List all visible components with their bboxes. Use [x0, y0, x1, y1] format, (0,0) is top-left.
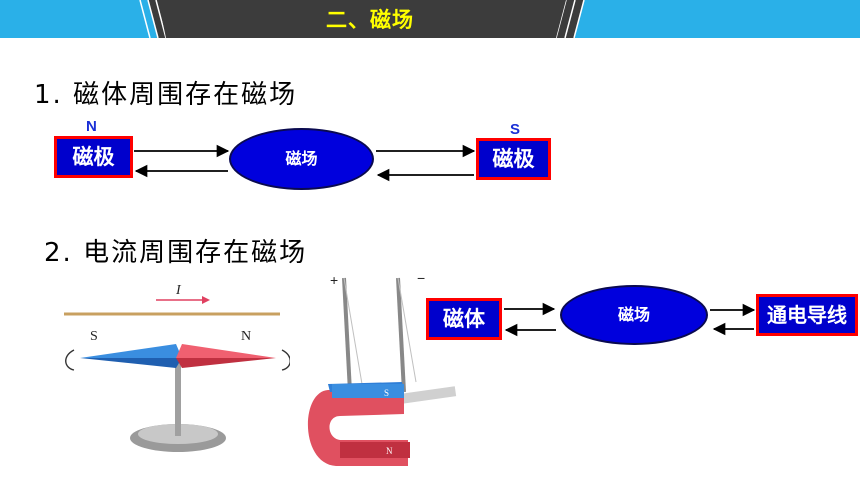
compass-needle-north [176, 344, 276, 358]
left-pole-box: 磁极 [54, 136, 133, 178]
section1-heading: 1. 磁体周围存在磁场 [34, 80, 298, 110]
compass-north-label: N [241, 329, 252, 344]
magnetic-field-ellipse-1: 磁场 [229, 128, 374, 190]
magnet-swing-figure [307, 277, 457, 466]
plus-terminal: + [330, 272, 339, 288]
rail-left [342, 277, 352, 393]
magnet-bottom-face [340, 442, 410, 458]
magnet-s-mark: S [384, 388, 390, 398]
rotation-arrow-right [281, 349, 290, 371]
magnetic-field-ellipse-2: 磁场 [560, 285, 708, 345]
current-wire-box: 通电导线 [756, 294, 858, 336]
magnet-n-mark: N [386, 446, 393, 456]
minus-terminal: − [417, 270, 426, 286]
magnet-top-face [332, 384, 404, 398]
header-decoration [0, 0, 860, 38]
compass-stand [175, 360, 181, 436]
north-pole-label: N [86, 118, 97, 135]
right-pole-box: 磁极 [476, 138, 551, 180]
oersted-compass-figure [64, 296, 290, 452]
current-label: I [176, 283, 181, 298]
compass-needle-south [80, 344, 182, 358]
rotation-arrow-left [65, 349, 75, 371]
page-title: 二、磁场 [326, 8, 414, 32]
header-bar: 二、磁场 [0, 0, 860, 38]
magnet-box: 磁体 [426, 298, 502, 340]
rail-right [396, 277, 406, 393]
south-pole-label: S [510, 121, 521, 138]
section2-heading: 2. 电流周围存在磁场 [44, 238, 308, 268]
compass-south-label: S [90, 329, 98, 344]
